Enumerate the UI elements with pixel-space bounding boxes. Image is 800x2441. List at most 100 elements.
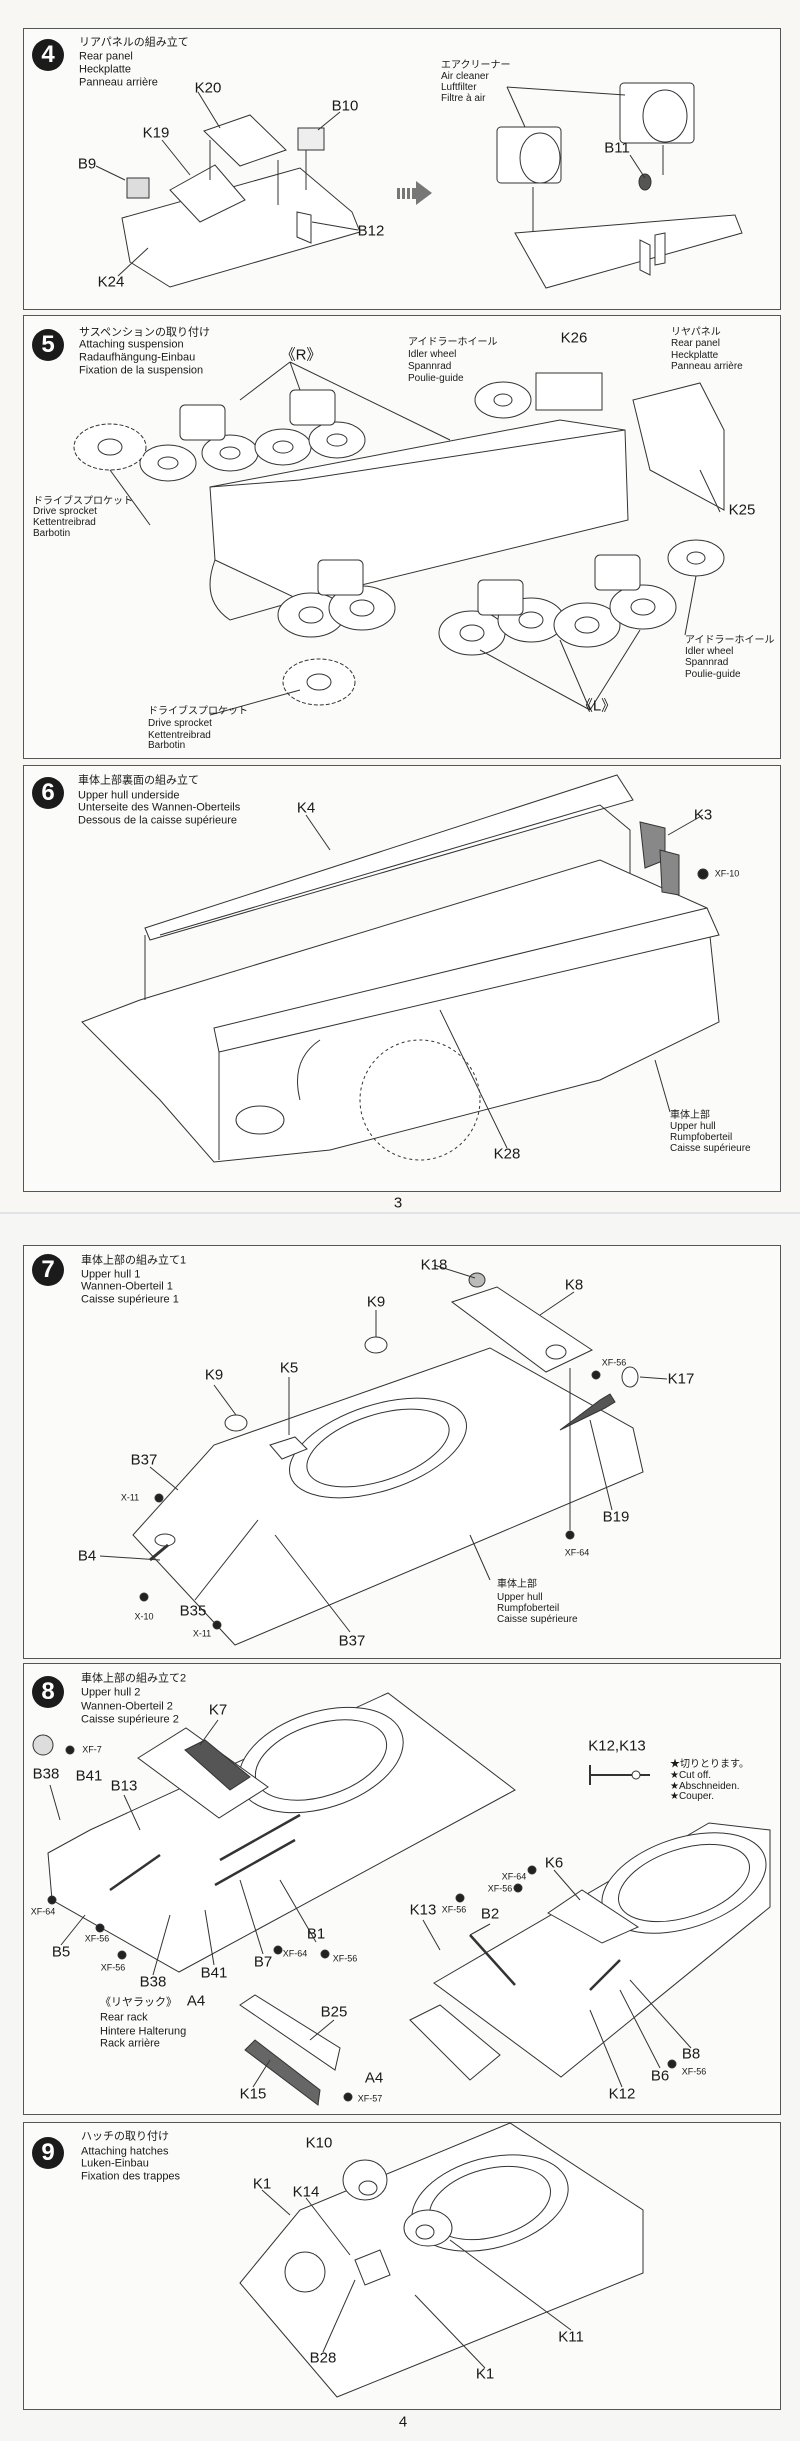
callout-text: Spannrad: [685, 657, 729, 668]
callout-text: リヤパネル: [671, 327, 721, 338]
part-label: B38: [139, 1973, 167, 1991]
paint-code-label: XF-10: [714, 868, 740, 879]
paint-code-label: XF-64: [501, 1871, 527, 1882]
step-7-upper-hull-drawing: [99, 1264, 668, 1646]
page-number: 3: [393, 1194, 403, 1212]
step-8-upper-hull-drawing: [32, 1692, 771, 2106]
part-label: K1: [252, 2175, 272, 2193]
step-title-line: Attaching suspension: [79, 338, 184, 351]
step-number-badge: 8: [32, 1676, 64, 1708]
part-label: K18: [420, 1256, 448, 1274]
callout-text: 《リヤラック》: [100, 1996, 177, 2009]
paint-code-label: XF-56: [681, 2066, 707, 2077]
callout-text: Upper hull: [670, 1121, 716, 1132]
part-label: K15: [239, 2085, 267, 2103]
part-label: K3: [693, 806, 713, 824]
part-label: A4: [364, 2069, 384, 2087]
part-label: B11: [604, 139, 630, 157]
callout-text: Drive sprocket: [33, 506, 97, 517]
paint-code-label: XF-56: [441, 1904, 467, 1915]
page-number: 4: [398, 2413, 408, 2431]
callout-text: Hintere Halterung: [100, 2025, 187, 2038]
part-label: B25: [320, 2003, 348, 2021]
part-label: K12: [608, 2085, 636, 2103]
step-title-line: Luken-Einbau: [81, 2157, 149, 2170]
paint-code-label: XF-56: [601, 1357, 627, 1368]
part-label: B8: [681, 2045, 701, 2063]
paint-code-label: XF-64: [282, 1948, 308, 1959]
step-title-line: Upper hull 2: [81, 1686, 141, 1699]
step-number-badge: 7: [32, 1254, 64, 1286]
step-number-badge: 4: [32, 39, 64, 71]
step-title-line: Wannen-Oberteil 2: [81, 1700, 173, 1713]
paint-code-label: XF-7: [82, 1744, 102, 1755]
paint-code-label: X-10: [134, 1611, 154, 1622]
callout-text: Caisse supérieure: [670, 1143, 751, 1154]
callout-text: アイドラーホイール: [408, 337, 498, 348]
step-4-assembled-drawing: [496, 82, 743, 289]
callout-text: Rumpfoberteil: [670, 1132, 733, 1143]
callout-text: Heckplatte: [671, 350, 719, 361]
step-title-line: Fixation des trappes: [81, 2170, 181, 2183]
part-label: B10: [331, 97, 359, 115]
step-title-line: Radaufhängung-Einbau: [79, 351, 196, 364]
callout-text: Kettentreibrad: [148, 730, 211, 741]
part-label: K7: [208, 1701, 228, 1719]
callout-text: Upper hull: [497, 1592, 543, 1603]
part-label: 《R》: [280, 346, 322, 364]
step-title-line: 車体上部の組み立て1: [81, 1254, 187, 1267]
part-label: B13: [110, 1777, 138, 1795]
part-label: B9: [77, 155, 97, 173]
callout-text: 車体上部: [670, 1110, 710, 1121]
callout-text: ★Abschneiden.: [670, 1781, 740, 1792]
part-label: K17: [667, 1370, 695, 1388]
callout-text: Luftfilter: [441, 82, 477, 93]
part-label: K25: [728, 501, 756, 519]
paint-code-label: X-11: [120, 1492, 140, 1503]
step-title-line: Rear panel: [79, 50, 133, 63]
callout-text: Rack arrière: [100, 2037, 160, 2050]
part-label: B37: [338, 1632, 366, 1650]
part-label: B37: [130, 1451, 158, 1469]
part-label: B2: [480, 1905, 500, 1923]
step-number-badge: 6: [32, 777, 64, 809]
part-label: B7: [253, 1953, 273, 1971]
callout-text: ★Couper.: [670, 1791, 714, 1802]
part-label: K10: [305, 2134, 333, 2152]
callout-text: ★Cut off.: [670, 1770, 712, 1781]
step-title-line: Heckplatte: [79, 63, 131, 76]
callout-text: Rumpfoberteil: [497, 1603, 560, 1614]
callout-text: Drive sprocket: [148, 718, 212, 729]
step-title-line: Caisse supérieure 1: [81, 1293, 179, 1306]
step-number-badge: 9: [32, 2137, 64, 2169]
step-4-arrow-icon: [397, 181, 432, 205]
paint-code-label: XF-56: [84, 1933, 110, 1944]
step-number-badge: 5: [32, 329, 64, 361]
paint-code-label: XF-57: [357, 2093, 383, 2104]
part-label: B4: [77, 1547, 97, 1565]
part-label: B38: [32, 1765, 60, 1783]
step-5-suspension-drawing: [73, 361, 725, 716]
callout-text: 車体上部: [497, 1579, 537, 1590]
part-label: K11: [558, 2328, 584, 2346]
callout-text: Caisse supérieure: [497, 1614, 578, 1625]
step-title-line: 車体上部裏面の組み立て: [78, 774, 199, 787]
callout-text: Panneau arrière: [671, 361, 743, 372]
step-title-line: Dessous de la caisse supérieure: [78, 814, 237, 827]
part-label: 《L》: [577, 697, 617, 715]
part-label: B35: [179, 1602, 207, 1620]
callout-text: Spannrad: [408, 361, 452, 372]
part-label: K12,K13: [588, 1737, 646, 1755]
part-label: K4: [296, 799, 316, 817]
callout-text: アイドラーホイール: [685, 635, 775, 646]
part-label: K26: [560, 329, 588, 347]
callout-text: Filtre à air: [441, 93, 486, 104]
part-label: K24: [97, 273, 125, 291]
paint-code-label: XF-56: [100, 1962, 126, 1973]
step-6-hull-underside-drawing: [81, 774, 720, 1163]
part-label: K28: [493, 1145, 521, 1163]
part-label: B28: [309, 2349, 337, 2367]
callout-text: Rear panel: [671, 338, 720, 349]
part-label: K13: [409, 1901, 437, 1919]
